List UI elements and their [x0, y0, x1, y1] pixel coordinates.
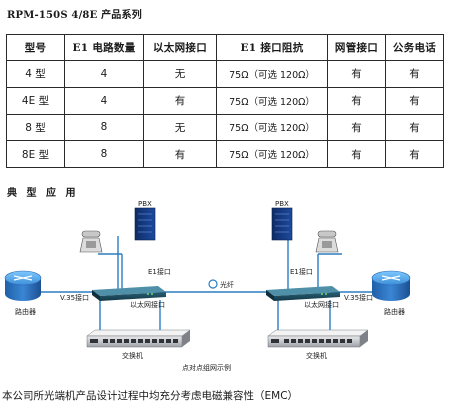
cell-ethernet: 无 — [143, 113, 217, 142]
header-ethernet: 以太网接口 — [143, 34, 217, 61]
label-router-left: 路由器 — [15, 307, 36, 316]
cell-model: 4 型 — [6, 60, 65, 88]
cell-nms: 有 — [327, 86, 386, 115]
cell-phone: 有 — [385, 113, 444, 142]
switch-right-icon — [267, 329, 369, 348]
label-e1-left: E1接口 — [148, 267, 171, 276]
spec-table: 型号 E1 电路数量 以太网接口 E1 接口阻抗 网管接口 公务电话 4 型 4… — [6, 34, 444, 168]
cell-nms: 有 — [327, 113, 386, 142]
cell-e1-count: 4 — [64, 60, 144, 88]
table-row: 8E 型 8 有 75Ω（可选 120Ω） 有 有 — [6, 140, 444, 168]
diagram-caption: 点对点组网示例 — [182, 363, 231, 372]
pbx-left-icon — [134, 207, 156, 241]
cell-e1-count: 8 — [64, 140, 144, 168]
header-e1-count: E1 电路数量 — [64, 34, 144, 61]
router-left-icon — [4, 270, 42, 301]
fiber-icon — [208, 279, 218, 289]
label-pbx-left: PBX — [138, 200, 152, 208]
cell-model: 8E 型 — [6, 140, 65, 168]
cell-nms: 有 — [327, 60, 386, 88]
label-eth-left: 以太网接口 — [130, 300, 165, 309]
cell-model: 4E 型 — [6, 86, 65, 115]
cell-ethernet: 无 — [143, 60, 217, 88]
label-router-right: 路由器 — [384, 307, 405, 316]
label-switch-left: 交换机 — [122, 351, 143, 360]
table-row: 4 型 4 无 75Ω（可选 120Ω） 有 有 — [6, 60, 444, 88]
doc-title: RPM-150S 4/8E 产品系列 — [7, 10, 142, 21]
cell-phone: 有 — [385, 60, 444, 88]
label-fiber: 光纤 — [220, 280, 234, 289]
cell-e1-count: 4 — [64, 86, 144, 115]
cell-model: 8 型 — [6, 113, 65, 142]
label-v35-right: V.35接口 — [344, 293, 373, 302]
cell-ethernet: 有 — [143, 140, 217, 168]
cell-e1-impedance: 75Ω（可选 120Ω） — [216, 86, 328, 115]
header-nms: 网管接口 — [327, 34, 386, 61]
network-diagram: 光纤 路由器 路由器 PBX PBX — [4, 200, 411, 372]
label-v35-left: V.35接口 — [60, 293, 89, 302]
pbx-right-icon — [271, 207, 293, 241]
label-pbx-right: PBX — [275, 200, 289, 208]
footer-note: 本公司所光端机产品设计过程中均充分考虑电磁兼容性（EMC） — [2, 390, 299, 402]
switch-left-icon — [86, 329, 191, 348]
cell-ethernet: 有 — [143, 86, 217, 115]
cell-phone: 有 — [385, 140, 444, 168]
section-title: 典 型 应 用 — [7, 188, 79, 199]
cell-e1-count: 8 — [64, 113, 144, 142]
phone-left-icon — [79, 230, 103, 253]
cell-e1-impedance: 75Ω（可选 120Ω） — [216, 113, 328, 142]
label-switch-right: 交换机 — [306, 351, 327, 360]
router-right-icon — [371, 270, 411, 301]
table-row: 8 型 8 无 75Ω（可选 120Ω） 有 有 — [6, 113, 444, 142]
cell-phone: 有 — [385, 86, 444, 115]
header-model: 型号 — [6, 34, 65, 61]
multiplexer-left-icon — [92, 286, 166, 301]
header-e1-impedance: E1 接口阻抗 — [216, 34, 328, 61]
table-row: 4E 型 4 有 75Ω（可选 120Ω） 有 有 — [6, 86, 444, 115]
phone-right-icon — [315, 230, 339, 253]
cell-e1-impedance: 75Ω（可选 120Ω） — [216, 140, 328, 168]
cell-nms: 有 — [327, 140, 386, 168]
multiplexer-right-icon — [266, 286, 340, 301]
cell-e1-impedance: 75Ω（可选 120Ω） — [216, 60, 328, 88]
label-e1-right: E1接口 — [290, 267, 313, 276]
label-eth-right: 以太网接口 — [304, 300, 339, 309]
table-header-row: 型号 E1 电路数量 以太网接口 E1 接口阻抗 网管接口 公务电话 — [6, 34, 444, 61]
header-phone: 公务电话 — [385, 34, 444, 61]
